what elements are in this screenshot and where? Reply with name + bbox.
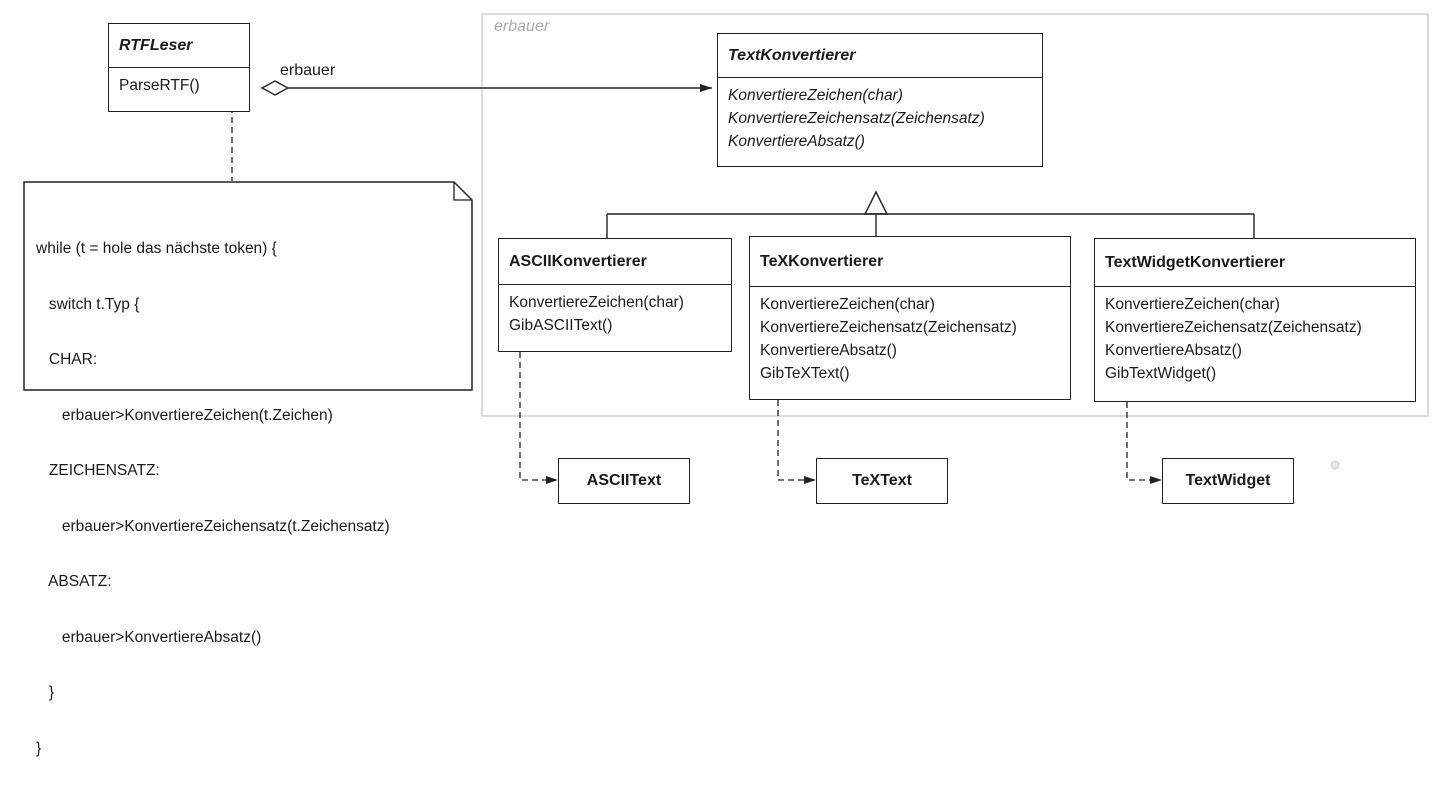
code-line: ABSATZ:: [36, 573, 112, 590]
code-line: }: [36, 684, 55, 701]
operation: KonvertiereZeichensatz(Zeichensatz): [728, 110, 985, 127]
class-textwidget: TextWidget: [1162, 458, 1294, 504]
connector-layer: [227, 13, 1429, 484]
operation: KonvertiereAbsatz(): [728, 133, 865, 150]
create-arrowhead-textwidget: [1150, 476, 1162, 484]
operations: KonvertiereZeichen(char) KonvertiereZeic…: [1095, 287, 1415, 391]
operation: KonvertiereZeichensatz(Zeichensatz): [760, 319, 1017, 336]
class-name: TeXKonvertierer: [750, 237, 1070, 287]
operation: GibTextWidget(): [1105, 365, 1217, 382]
scan-artifact-dot: [1330, 460, 1340, 470]
create-arrowhead-asciitext: [546, 476, 558, 484]
code-note: while (t = hole das nächste token) { swi…: [23, 181, 473, 757]
class-rtfleser: RTFLeser ParseRTF(): [108, 23, 250, 112]
uml-diagram: erbauer erbauer RTFLeser ParseRTF() Text…: [23, 13, 1429, 757]
class-asciikonvertierer: ASCIIKonvertierer KonvertiereZeichen(cha…: [498, 238, 732, 352]
inheritance-triangle: [863, 190, 889, 215]
association-label: erbauer: [280, 62, 336, 79]
code-line: erbauer>KonvertiereZeichensatz(t.Zeichen…: [36, 517, 390, 535]
code-line: while (t = hole das nächste token) {: [36, 240, 277, 257]
create-arrow-asciitext: [519, 352, 548, 481]
operation: KonvertiereZeichen(char): [509, 294, 684, 311]
operations: KonvertiereZeichen(char) KonvertiereZeic…: [718, 78, 1042, 159]
erbauer-frame: [481, 13, 1429, 417]
frame-label: erbauer: [494, 18, 550, 35]
operations: KonvertiereZeichen(char) GibASCIIText(): [499, 285, 731, 343]
operations: KonvertiereZeichen(char) KonvertiereZeic…: [750, 287, 1070, 391]
create-arrow-textext: [777, 400, 806, 481]
operation: KonvertiereAbsatz(): [760, 342, 897, 359]
class-name: ASCIIKonvertierer: [499, 239, 731, 285]
note-shape: [23, 181, 473, 391]
operation: KonvertiereZeichen(char): [1105, 296, 1280, 313]
class-texkonvertierer: TeXKonvertierer KonvertiereZeichen(char)…: [749, 236, 1071, 400]
operation: ParseRTF(): [119, 77, 200, 94]
code-line: ZEICHENSATZ:: [36, 462, 160, 479]
operation: KonvertiereAbsatz(): [1105, 342, 1242, 359]
code-line: }: [36, 739, 42, 757]
operation: KonvertiereZeichen(char): [728, 87, 903, 104]
operation: KonvertiereZeichen(char): [760, 296, 935, 313]
class-textkonvertierer: TextKonvertierer KonvertiereZeichen(char…: [717, 33, 1043, 167]
create-arrowhead-textext: [804, 476, 816, 484]
association-arrowhead: [700, 84, 712, 92]
class-name: RTFLeser: [109, 24, 249, 68]
create-arrow-textwidget: [1126, 402, 1152, 481]
class-name: TextKonvertierer: [718, 34, 1042, 78]
class-textwidgetkonvertierer: TextWidgetKonvertierer KonvertiereZeiche…: [1094, 238, 1416, 402]
operation: KonvertiereZeichensatz(Zeichensatz): [1105, 319, 1362, 336]
note-code: while (t = hole das nächste token) { swi…: [36, 203, 390, 795]
operations: ParseRTF(): [109, 68, 249, 103]
class-asciitext: ASCIIText: [558, 458, 690, 504]
code-line: erbauer>KonvertiereZeichen(t.Zeichen): [36, 406, 333, 424]
operation: GibASCIIText(): [509, 317, 613, 334]
code-line: erbauer>KonvertiereAbsatz(): [36, 628, 262, 646]
operation: GibTeXText(): [760, 365, 850, 382]
class-name: TextWidgetKonvertierer: [1095, 239, 1415, 287]
class-textext: TeXText: [816, 458, 948, 504]
code-line: CHAR:: [36, 351, 98, 368]
aggregation-diamond: [260, 80, 290, 96]
code-line: switch t.Typ {: [36, 295, 140, 313]
